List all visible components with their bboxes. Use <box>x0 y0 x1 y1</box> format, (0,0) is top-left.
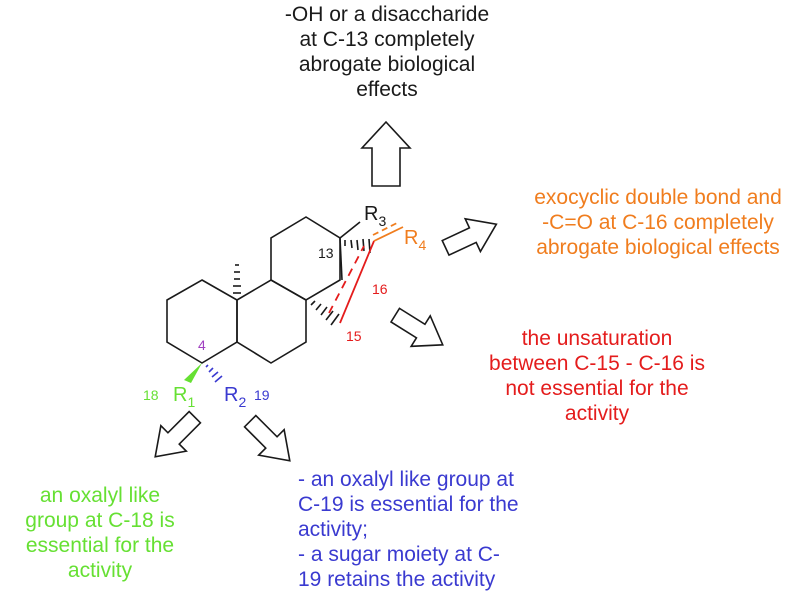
bond-c15-c16-dashed <box>328 245 365 314</box>
label-r2: R2 <box>224 384 246 410</box>
note-green-line: activity <box>67 559 133 582</box>
note-blue-line: activity; <box>298 518 369 541</box>
label-r4: R4 <box>404 227 426 253</box>
arrow-right-down-icon <box>389 307 444 348</box>
arrow-down-left-icon <box>154 410 202 458</box>
note-top-line: effects <box>356 78 418 101</box>
bond-c13-c14 <box>339 237 343 281</box>
label-c13: 13 <box>318 245 334 261</box>
note-red-line: between C-15 - C-16 is <box>489 352 705 375</box>
arrow-down-right-icon <box>243 414 291 462</box>
note-top-line: -OH or a disaccharide <box>284 3 490 26</box>
bond-c15-c16 <box>339 240 375 324</box>
label-c16: 16 <box>372 281 388 297</box>
note-orange-line: -C=O at C-16 completely <box>542 211 774 234</box>
note-orange: exocyclic double bond and -C=O at C-16 c… <box>508 185 808 260</box>
label-c4: 4 <box>198 337 206 353</box>
label-c19: 19 <box>254 387 270 403</box>
hashed-c4-r2 <box>205 364 223 383</box>
note-green-line: group at C-18 is <box>25 509 175 532</box>
label-r1: R1 <box>173 384 195 410</box>
note-orange-line: exocyclic double bond and <box>534 186 782 209</box>
note-red-line: not essential for the <box>505 377 689 400</box>
wedge-c4-r1 <box>184 363 202 383</box>
note-red: the unsaturation between C-15 - C-16 is … <box>452 326 742 426</box>
note-green-line: an oxalyl like <box>39 484 161 507</box>
note-red-line: activity <box>564 402 630 425</box>
arrow-right-up-icon <box>441 217 498 257</box>
ring-b <box>236 279 307 364</box>
note-blue: - an oxalyl like group at C-19 is essent… <box>298 467 598 592</box>
arrow-up-icon <box>360 120 412 187</box>
note-blue-line: 19 retains the activity <box>298 568 496 591</box>
bond-c16-r4-second <box>372 221 400 236</box>
hashed-methyl-c10 <box>233 264 241 294</box>
note-green: an oxalyl like group at C-18 is essentia… <box>0 483 200 583</box>
note-top-line: abrogate biological <box>298 53 476 76</box>
bond-c16-r4 <box>373 226 404 242</box>
note-blue-line: - an oxalyl like group at <box>298 468 514 491</box>
hashed-wedge-c8 <box>310 300 340 326</box>
note-top: -OH or a disaccharide at C-13 completely… <box>232 2 542 102</box>
label-c15: 15 <box>346 328 362 344</box>
note-green-line: essential for the <box>25 534 175 557</box>
note-top-line: at C-13 completely <box>299 28 475 51</box>
note-red-line: the unsaturation <box>521 327 673 350</box>
note-orange-line: abrogate biological effects <box>536 236 780 259</box>
bond-c13-r3 <box>339 221 361 239</box>
hashed-wedge-c13 <box>344 238 371 254</box>
label-c18: 18 <box>143 387 159 403</box>
note-blue-line: - a sugar moiety at C- <box>298 543 500 566</box>
note-blue-line: C-19 is essential for the <box>298 493 519 516</box>
label-r3: R3 <box>364 203 386 229</box>
